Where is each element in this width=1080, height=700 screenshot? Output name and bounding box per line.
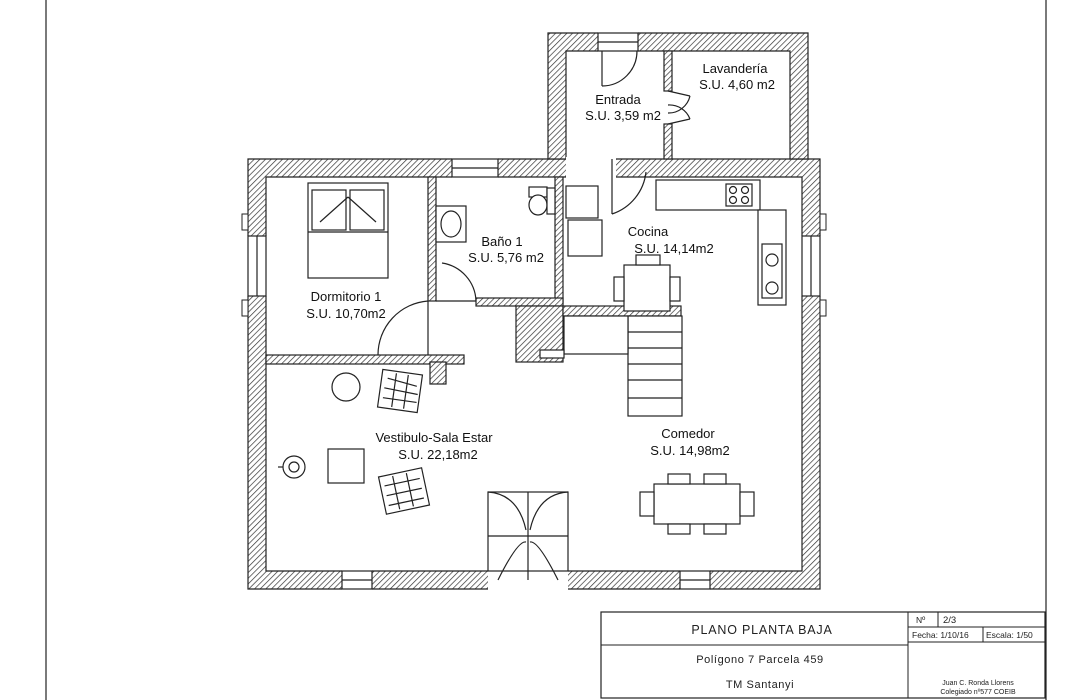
comedor-name: Comedor bbox=[661, 426, 715, 441]
vestibulo-name: Vestibulo-Sala Estar bbox=[375, 430, 493, 445]
comedor-area: S.U. 14,98m2 bbox=[650, 443, 730, 458]
doors bbox=[377, 50, 691, 581]
title-block-date: Fecha: 1/10/16 bbox=[912, 630, 969, 640]
bano-area: S.U. 5,76 m2 bbox=[468, 250, 544, 265]
title-block-number-label: Nº bbox=[916, 615, 925, 625]
lavanderia-area: S.U. 4,60 m2 bbox=[699, 77, 775, 92]
dormitorio-name: Dormitorio 1 bbox=[311, 289, 382, 304]
entrada-area: S.U. 3,59 m2 bbox=[585, 108, 661, 123]
title-block-author: Juan C. Ronda Llorens bbox=[942, 680, 1014, 687]
furniture bbox=[278, 179, 787, 535]
title-block-college: Colegiado nº577 COEIB bbox=[940, 689, 1016, 696]
cocina-area: S.U. 14,14m2 bbox=[634, 241, 714, 256]
room-labels: Lavandería S.U. 4,60 m2 Entrada S.U. 3,5… bbox=[306, 61, 775, 462]
title-block-subtitle: Polígono 7 Parcela 459 bbox=[696, 654, 824, 666]
cocina-name: Cocina bbox=[628, 224, 669, 239]
title-block-place: TM Santanyi bbox=[726, 679, 794, 691]
entrada-name: Entrada bbox=[595, 92, 641, 107]
title-block-number-value: 2/3 bbox=[943, 615, 956, 626]
vestibulo-area: S.U. 22,18m2 bbox=[398, 447, 478, 462]
windows bbox=[241, 32, 827, 590]
lavanderia-name: Lavandería bbox=[702, 61, 768, 76]
title-block-scale: Escala: 1/50 bbox=[986, 630, 1033, 640]
title-block: PLANO PLANTA BAJA Polígono 7 Parcela 459… bbox=[600, 611, 1046, 699]
title-block-title: PLANO PLANTA BAJA bbox=[691, 623, 832, 637]
sheet-border bbox=[45, 0, 1047, 700]
bano-name: Baño 1 bbox=[481, 234, 522, 249]
dormitorio-area: S.U. 10,70m2 bbox=[306, 306, 386, 321]
